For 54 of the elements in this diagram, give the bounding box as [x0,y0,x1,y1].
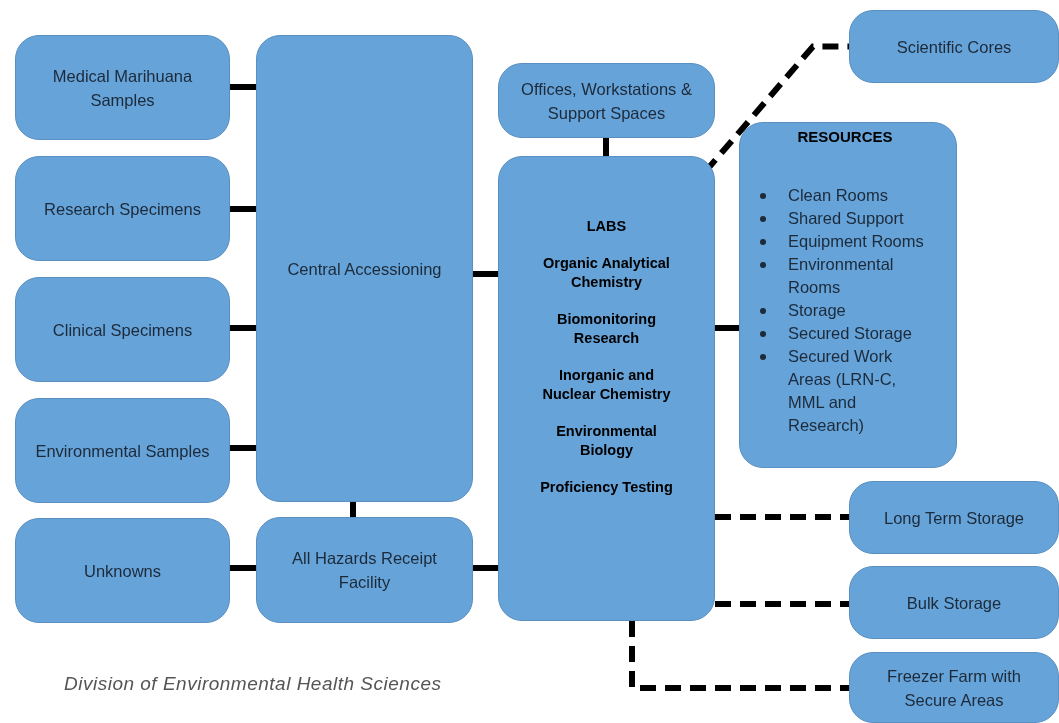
box-label: Scientific Cores [896,36,1012,58]
list-item: Shared Support [788,208,904,229]
area-panel [498,156,715,621]
box-label: Bulk Storage [906,592,1002,614]
caption: Division of Environmental Health Sciences [64,672,442,696]
connector-line [230,565,256,571]
connector-line [715,514,849,520]
lab-name: Organic Analytical Chemistry [542,254,671,292]
area-box [15,398,230,503]
lab-name: Inorganic and Nuclear Chemistry [541,366,672,404]
connector-line [230,84,256,90]
connector-line [715,325,739,331]
box-label: Environmental Samples [35,440,210,462]
box-label: Unknowns [83,560,161,582]
list-item: Equipment Rooms [788,231,924,252]
connector-line [350,502,356,517]
area-box [15,277,230,382]
section-heading: LABS [586,217,627,236]
connector-line [230,206,256,212]
area-box [849,481,1059,554]
box-label: Offices, Workstations & Support Spaces [520,78,693,124]
section-heading: RESOURCES [796,127,894,147]
area-panel [739,122,957,468]
box-label: Long Term Storage [883,507,1024,529]
area-box [256,517,473,623]
connector-line [629,621,849,691]
list-item: Clean Rooms [788,185,888,206]
connector-line [230,445,256,451]
area-box [15,518,230,623]
area-box [498,63,715,138]
connector-line [473,271,498,277]
box-label: Medical Marihuana Samples [51,65,194,111]
box-label: Clinical Specimens [52,319,193,341]
area-box [15,156,230,261]
area-box [849,10,1059,83]
connector-line [603,138,609,156]
box-label: Research Specimens [44,198,201,220]
list-item: Secured Storage [788,323,912,344]
box-label: Central Accessioning [287,258,442,280]
list-item: Storage [788,300,846,321]
list-item: Environmental Rooms [788,254,895,298]
box-label: All Hazards Receipt Facility [291,548,438,593]
box-label: Freezer Farm with Secure Areas [886,665,1022,711]
lab-name: Environmental Biology [555,422,658,460]
list-item: Secured Work Areas (LRN-C, MML and Research) [788,346,898,436]
area-box [849,652,1059,723]
area-box [256,35,473,502]
lab-name: Proficiency Testing [540,478,673,497]
connector-line [230,325,256,331]
lab-name: Biomonitoring Research [555,310,658,348]
connector-line [473,565,498,571]
area-box [15,35,230,140]
area-box [849,566,1059,639]
connector-line [715,601,849,607]
